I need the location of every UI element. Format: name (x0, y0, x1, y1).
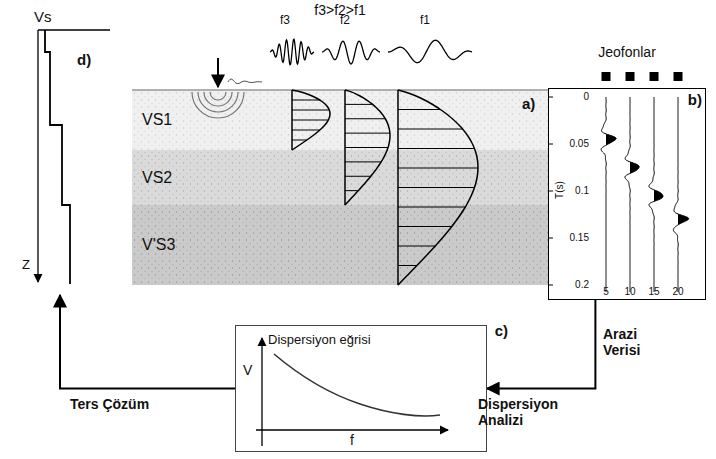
mode-hatch (292, 120, 328, 121)
edge-label: Arazi Verisi (603, 326, 663, 358)
wavefront (192, 92, 244, 118)
panel-letter: b) (688, 91, 702, 108)
frequency-wavelet (270, 39, 314, 64)
annotation-label: f1 (420, 14, 430, 28)
layer-label: V'S3 (142, 236, 175, 254)
ground-surface (132, 90, 548, 91)
annotation-label: f2 (340, 14, 350, 28)
annotation-label: f3 (280, 14, 290, 28)
mode-hatch (292, 140, 307, 141)
panel-letter: d) (77, 51, 91, 68)
f-axis (256, 429, 448, 430)
geophone (650, 72, 659, 81)
dispersion-curve (274, 354, 440, 416)
mode-hatch (398, 226, 452, 227)
seismic-trace (601, 97, 616, 292)
chart-title: Dispersiyon eğrisi (268, 332, 486, 347)
mode-hatch (345, 104, 373, 105)
annotation-label: 5 (603, 286, 609, 298)
soil-layer (132, 90, 548, 150)
wavefront (198, 92, 238, 112)
trace-fill (630, 97, 639, 292)
mode-hatch (292, 110, 329, 111)
layer-label: VS2 (142, 169, 172, 187)
panel-letter: c) (495, 322, 508, 339)
geophone (674, 72, 683, 81)
seismic-trace (649, 97, 663, 292)
mode-hatch (345, 133, 390, 134)
mode-hatch (345, 147, 388, 148)
annotation-label: T(s) (554, 181, 566, 199)
mode-hatch (345, 161, 381, 162)
annotation-label: 0 (583, 91, 589, 103)
wavefront (204, 92, 232, 106)
annotation-label: Vs (34, 8, 52, 25)
annotation-label: Z (22, 258, 30, 273)
annotation-label: 10 (624, 286, 635, 298)
annotation-label: 20 (672, 286, 683, 298)
mode-shape (345, 90, 390, 205)
annotation-label: a) (522, 95, 535, 112)
surface-wave (228, 79, 262, 84)
annotation-label: f (350, 432, 354, 448)
frequency-wavelet (322, 41, 380, 64)
vs-profile-panel: d) (15, 5, 115, 295)
trace-fill (654, 97, 663, 292)
mode-hatch (398, 148, 474, 149)
geophone (626, 72, 635, 81)
annotation-label: 15 (648, 286, 659, 298)
mode-hatch (398, 168, 478, 169)
mode-hatch (292, 130, 320, 131)
vs-axis (38, 29, 110, 30)
seismogram-panel: b) (548, 88, 706, 300)
dispersion-box: Dispersiyon eğrisic) (235, 325, 487, 452)
mode-hatch (398, 129, 463, 130)
soil-layer (132, 205, 548, 285)
mode-hatch (345, 190, 358, 191)
mode-hatch (398, 207, 465, 208)
layer-band: VS2 (132, 150, 548, 205)
mode-hatch (345, 118, 385, 119)
layer-label: VS1 (142, 111, 172, 129)
soil-texture (132, 90, 548, 150)
flow-arrow (60, 295, 235, 389)
mode-hatch (398, 109, 440, 110)
seismic-trace (673, 97, 688, 292)
flow-arrow (487, 300, 595, 389)
mode-shape (398, 90, 478, 285)
annotation-label: V (243, 362, 252, 378)
geophone (602, 72, 611, 81)
mode-hatch (398, 265, 417, 266)
mode-hatch (292, 100, 320, 101)
annotation-label: 0.2 (575, 279, 589, 291)
vs-profile (45, 30, 70, 284)
annotation-label: 0.1 (575, 185, 589, 197)
mode-hatch (398, 187, 474, 188)
edge-label: Ters Çözüm (70, 396, 149, 412)
frequency-wavelet (388, 40, 472, 62)
seismic-trace (625, 97, 639, 292)
annotation-label: 0.05 (570, 138, 589, 150)
trace-fill (606, 97, 616, 292)
annotation-label: Dispersiyon Analizi (478, 396, 578, 428)
soil-texture (132, 205, 548, 285)
soil-layer (132, 150, 548, 205)
annotation-label: Jeofonlar (598, 44, 656, 60)
mode-hatch (345, 176, 371, 177)
mode-shape (292, 90, 330, 150)
layer-band: V'S3 (132, 205, 548, 285)
depth-axis (37, 30, 38, 282)
trace-fill (678, 97, 689, 292)
mode-hatch (398, 246, 435, 247)
source-arrow (217, 58, 219, 87)
wavefront (210, 92, 226, 100)
annotation-label: 0.15 (570, 232, 589, 244)
soil-texture (132, 150, 548, 205)
layer-band: VS1 (132, 90, 548, 150)
